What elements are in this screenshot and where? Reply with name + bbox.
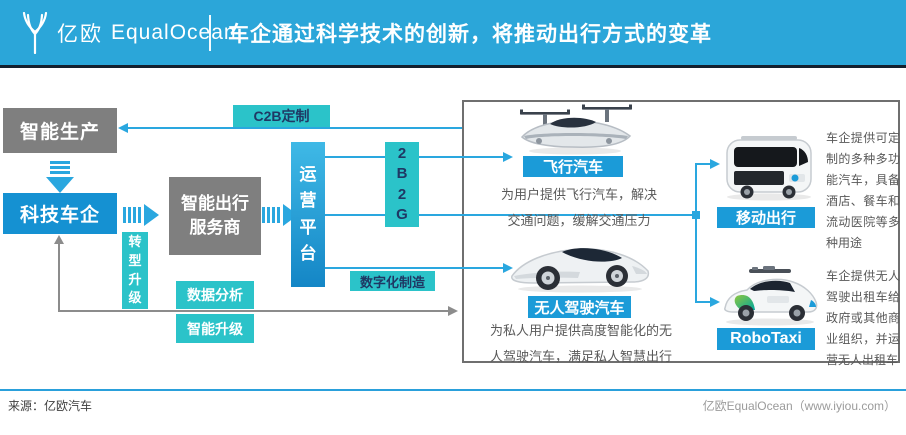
tag-data-analysis: 数据分析 (176, 281, 254, 309)
flow-line-2b2g (325, 214, 697, 216)
branch-stub-shuttle (695, 163, 710, 165)
mobility-shuttle-label: 移动出行 (717, 207, 815, 228)
branch-line-vertical (695, 163, 697, 303)
equalocean-logo-icon (22, 12, 48, 54)
page-title: 车企通过科学技术的创新，将推动出行方式的变革 (228, 22, 712, 46)
node-tech-car-company: 科技车企 (3, 193, 117, 234)
mobility-shuttle-caption: 车企提供可定制的多种多功能汽车，具备酒店、餐车和流动医院等多种用途 (826, 131, 900, 250)
feedback-line-horizontal (58, 310, 448, 312)
mobility-provider-line2: 服务商 (189, 218, 241, 237)
mobility-provider-line1: 智能出行 (181, 194, 249, 213)
logo-text-cn: 亿欧 (57, 23, 103, 46)
flying-car-image (520, 104, 632, 155)
tag-transformation-upgrade: 转型升级 (122, 232, 148, 309)
node-smart-production: 智能生产 (3, 108, 117, 153)
tag-c2b-custom: C2B定制 (233, 105, 330, 127)
footer-credit: 亿欧EqualOcean（www.iyiou.com） (702, 399, 896, 413)
header-bar: 亿欧 EqualOcean 车企通过科学技术的创新，将推动出行方式的变革 (0, 0, 906, 65)
c2b-flow-line (126, 127, 462, 129)
flying-car-caption: 为用户提供飞行汽车，解决 交通问题，缓解交通压力 (494, 182, 664, 234)
right-striped-arrow-icon (123, 204, 159, 226)
tag-intelligent-upgrade: 智能升级 (176, 314, 254, 343)
brand-logo: 亿欧 EqualOcean (20, 12, 237, 54)
node-mobility-provider: 智能出行 服务商 (169, 177, 261, 255)
driverless-car-caption-line1: 为私人用户提供高度智能化的无 (489, 323, 672, 338)
node-operation-platform: 运营平台 (291, 142, 325, 287)
tag-digital-manufacturing: 数字化制造 (350, 271, 435, 291)
footer-source: 来源：亿欧汽车 (8, 399, 93, 413)
feedback-arrowhead-up-icon (54, 235, 64, 244)
feedback-line-vertical (58, 243, 60, 311)
robotaxi-label: RoboTaxi (717, 328, 815, 350)
tag-2b2g: 2B2G (385, 142, 419, 227)
branch-stub-robotaxi (695, 301, 710, 303)
arrowhead-robotaxi-icon (710, 297, 720, 307)
flying-car-caption-line2: 交通问题，缓解交通压力 (507, 213, 651, 228)
driverless-car-caption-line2: 人驾驶汽车，满足私人智慧出行 (489, 349, 672, 364)
driverless-car-caption: 为私人用户提供高度智能化的无 人驾驶汽车，满足私人智慧出行 (486, 318, 676, 370)
mobility-shuttle-image (726, 136, 812, 201)
down-striped-arrow-icon (46, 161, 74, 193)
robotaxi-image (724, 266, 818, 326)
flow-line-driverless (325, 267, 505, 269)
transformation-upgrade-label: 转型升级 (128, 233, 142, 306)
c2b-arrowhead-icon (118, 123, 128, 133)
logo-text-en: EqualOcean (111, 21, 237, 44)
robotaxi-caption: 车企提供无人驾驶出租车给政府或其他商业组织，并运营无人出租车 (826, 269, 900, 367)
arrowhead-flying-car-icon (503, 152, 513, 162)
flying-car-label: 飞行汽车 (523, 156, 623, 177)
tag-2b2g-label: 2B2G (396, 145, 408, 223)
branch-junction-dot (692, 211, 700, 219)
arrowhead-driverless-icon (503, 263, 513, 273)
footer-divider (0, 389, 906, 391)
header-divider (209, 15, 211, 51)
flying-car-caption-line1: 为用户提供飞行汽车，解决 (500, 187, 657, 202)
driverless-car-image (511, 248, 650, 293)
driverless-car-label: 无人驾驶汽车 (528, 296, 631, 318)
header-underline (0, 65, 906, 68)
arrowhead-shuttle-icon (710, 159, 720, 169)
feedback-arrowhead-right-icon (448, 306, 458, 316)
operation-platform-label: 运营平台 (299, 164, 317, 263)
